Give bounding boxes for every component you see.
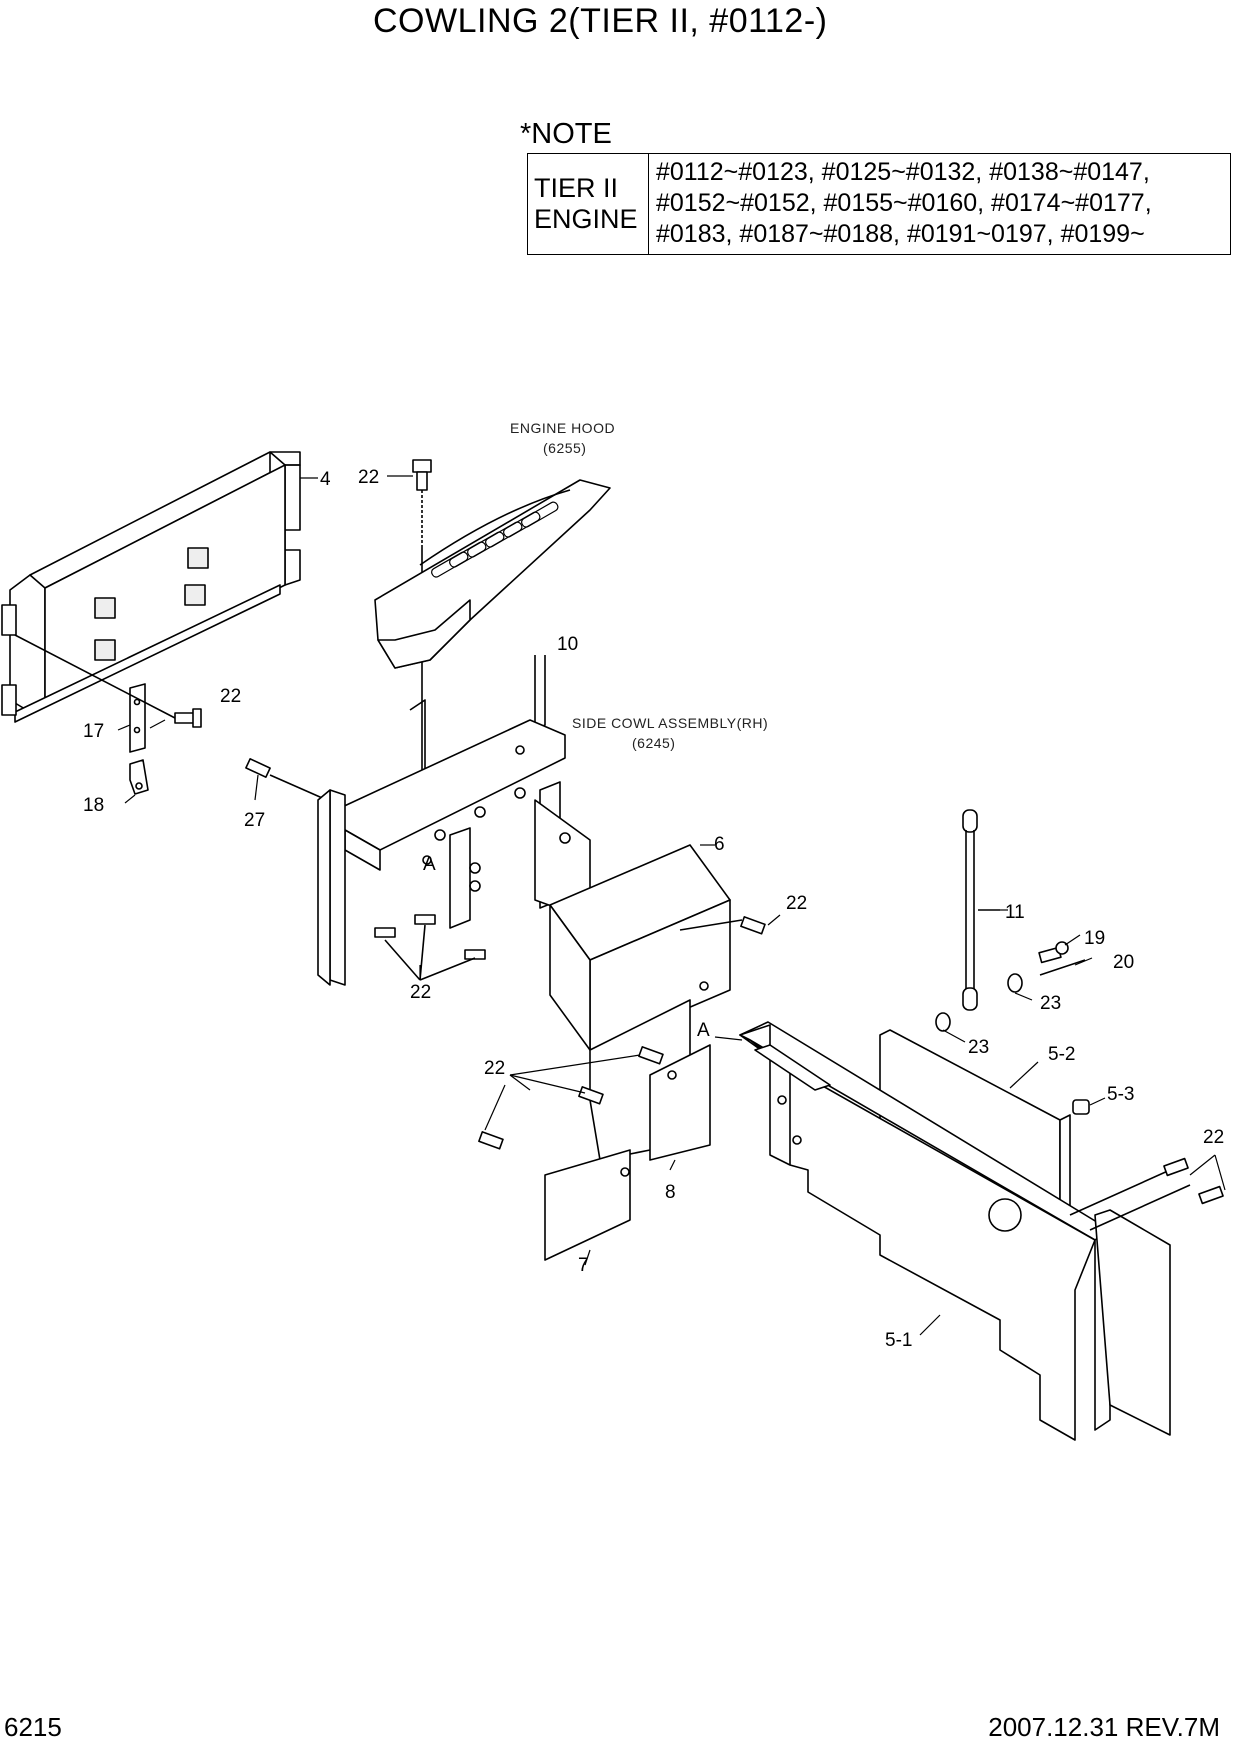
revision-label: 2007.12.31 REV.7M <box>988 1712 1220 1742</box>
leader-lines <box>117 475 1226 1336</box>
plate-part-8 <box>589 999 711 1161</box>
part-label: 10 <box>557 634 578 655</box>
note-table: TIER II ENGINE #0112~#0123, #0125~#0132,… <box>527 153 1231 255</box>
part-label: 5-1 <box>885 1330 912 1351</box>
part-label: A <box>697 1020 710 1041</box>
clip-part-18 <box>129 759 149 795</box>
engine-hood-label: ENGINE HOOD <box>510 420 615 436</box>
part-label: 5-3 <box>1107 1084 1134 1105</box>
bolt-part-22-group <box>374 914 766 1150</box>
part-label: 27 <box>244 810 265 831</box>
note-serial-line: #0183, #0187~#0188, #0191~0197, #0199~ <box>656 220 1145 248</box>
engine-hood-code: (6255) <box>543 440 586 456</box>
part-label: 22 <box>410 982 431 1003</box>
bracket-part-17 <box>129 683 146 753</box>
plate-part-7 <box>544 1149 631 1261</box>
part-label: 20 <box>1113 952 1134 973</box>
part-label: 6 <box>714 834 725 855</box>
part-label: 22 <box>484 1058 505 1079</box>
note-engine-line2: ENGINE <box>534 204 638 234</box>
side-cowl-assembly <box>317 719 591 986</box>
part-label: 8 <box>665 1182 676 1203</box>
page-number: 6215 <box>4 1712 62 1742</box>
part-label: 18 <box>83 795 104 816</box>
note-heading: *NOTE <box>520 118 612 150</box>
part-label: 7 <box>578 1255 589 1276</box>
note-serial-line: #0152~#0152, #0155~#0160, #0174~#0177, <box>656 189 1152 217</box>
part-label: 17 <box>83 721 104 742</box>
note-engine-cell: TIER II ENGINE <box>528 154 649 254</box>
part-label: 23 <box>1040 993 1061 1014</box>
note-serials-cell: #0112~#0123, #0125~#0132, #0138~#0147, #… <box>656 157 1152 250</box>
engine-hood <box>374 479 611 669</box>
bolt-part-22 <box>14 634 202 728</box>
part-label: 11 <box>1005 902 1025 923</box>
part-label: 22 <box>1203 1127 1224 1148</box>
part-label: 22 <box>358 467 379 488</box>
part-label: 5-2 <box>1048 1044 1075 1065</box>
part-label: 22 <box>786 893 807 914</box>
part-label: 19 <box>1084 928 1105 949</box>
bolt-part-5-3 <box>1072 1099 1090 1115</box>
pin-part-20 <box>1039 959 1086 976</box>
panel-part-4 <box>1 451 301 723</box>
part-label: 4 <box>320 469 331 490</box>
cover-part-6 <box>549 844 731 1051</box>
part-label: 23 <box>968 1037 989 1058</box>
washer-part-23 <box>935 973 1023 1032</box>
note-serial-line: #0112~#0123, #0125~#0132, #0138~#0147, <box>656 158 1150 186</box>
rod-part-11 <box>962 809 1000 1011</box>
side-cowl-code: (6245) <box>632 735 675 751</box>
panel-right <box>1069 1157 1224 1436</box>
part-label: 22 <box>220 686 241 707</box>
side-cowl-label: SIDE COWL ASSEMBLY(RH) <box>572 715 768 731</box>
part-label: A <box>423 854 436 875</box>
note-engine-line1: TIER II <box>534 173 619 203</box>
pin-part-19 <box>1038 941 1069 964</box>
bolt-part-27 <box>245 758 346 809</box>
